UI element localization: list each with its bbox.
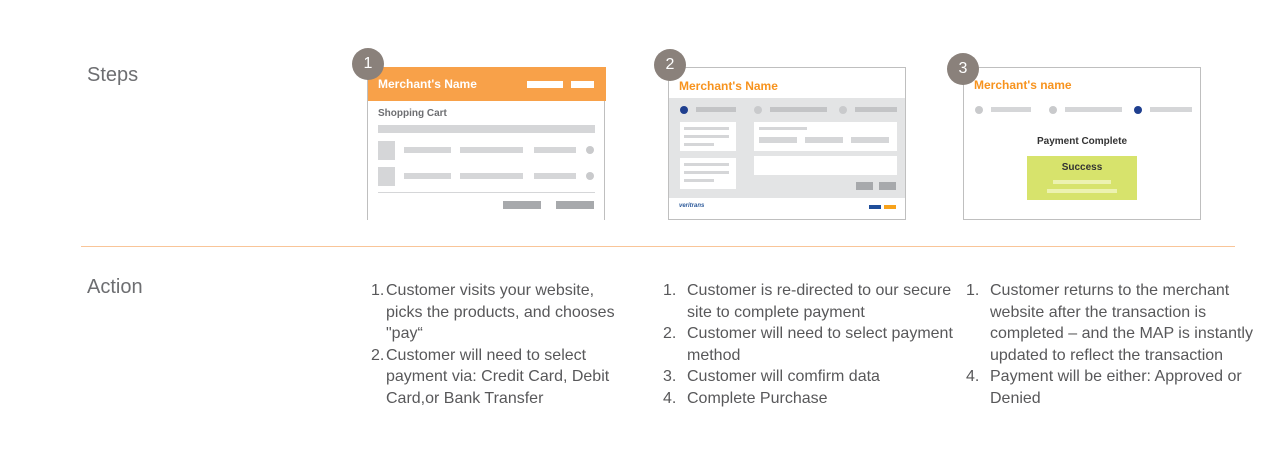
header-placeholder bbox=[571, 81, 594, 88]
placeholder-bar bbox=[1053, 180, 1111, 184]
progress-bar bbox=[855, 107, 897, 112]
progress-dot bbox=[839, 106, 847, 114]
placeholder-bar bbox=[534, 147, 576, 153]
progress-dot-active bbox=[1134, 106, 1142, 114]
placeholder-bar bbox=[684, 179, 714, 182]
progress-dot bbox=[975, 106, 983, 114]
step-number-badge: 1 bbox=[352, 48, 384, 80]
merchant-name: Merchant's Name bbox=[378, 77, 477, 91]
placeholder-bar bbox=[759, 127, 807, 130]
action-list-step-3: 1.Customer returns to the merchant websi… bbox=[966, 280, 1266, 409]
merchant-header: Merchant's Name bbox=[368, 67, 606, 101]
method-card bbox=[680, 158, 736, 189]
success-label: Success bbox=[1061, 162, 1103, 173]
cart-divider bbox=[378, 192, 595, 193]
placeholder-bar bbox=[684, 171, 729, 174]
step-number-badge: 3 bbox=[947, 53, 979, 85]
progress-bar bbox=[696, 107, 736, 112]
placeholder-bar bbox=[759, 137, 797, 143]
shopping-cart-title: Shopping Cart bbox=[378, 108, 447, 119]
payment-panel bbox=[669, 98, 905, 198]
header-placeholder bbox=[527, 81, 563, 88]
progress-bar bbox=[1065, 107, 1122, 112]
action-list-step-2: 1.Customer is re-directed to our secure … bbox=[663, 280, 953, 409]
list-item: 1.Customer visits your website, picks th… bbox=[371, 282, 615, 342]
step-3-mockup: Merchant's name Payment Complete Success bbox=[963, 67, 1201, 220]
placeholder-button bbox=[856, 182, 873, 190]
section-divider bbox=[81, 246, 1235, 247]
placeholder-dot bbox=[586, 146, 594, 154]
payment-brand-mark bbox=[884, 205, 896, 209]
list-item: 2.Customer will need to select payment v… bbox=[371, 346, 610, 407]
placeholder-bar bbox=[684, 135, 729, 138]
form-card bbox=[754, 156, 897, 175]
progress-dot bbox=[754, 106, 762, 114]
list-item: 4.Complete Purchase bbox=[663, 389, 828, 407]
placeholder-bar bbox=[534, 173, 576, 179]
placeholder-bar bbox=[684, 143, 714, 146]
action-list-step-1: 1.Customer visits your website, picks th… bbox=[371, 280, 631, 409]
payment-brand-mark bbox=[869, 205, 881, 209]
progress-bar bbox=[991, 107, 1031, 112]
placeholder-bar bbox=[1047, 189, 1117, 193]
step-1-mockup: Merchant's Name Shopping Cart bbox=[367, 67, 606, 220]
progress-dot-active bbox=[680, 106, 688, 114]
list-item: 1.Customer returns to the merchant websi… bbox=[966, 282, 1253, 364]
progress-bar bbox=[1150, 107, 1192, 112]
placeholder-dot bbox=[586, 172, 594, 180]
placeholder-bar bbox=[378, 125, 595, 133]
step-number-badge: 2 bbox=[654, 49, 686, 81]
step-2-mockup: Merchant's Name veritrans bbox=[668, 67, 906, 220]
steps-row-label: Steps bbox=[87, 64, 139, 86]
list-item: 3.Customer will comfirm data bbox=[663, 368, 880, 385]
progress-bar bbox=[770, 107, 827, 112]
placeholder-bar bbox=[684, 127, 729, 130]
placeholder-bar bbox=[404, 173, 451, 179]
placeholder-bar bbox=[460, 147, 523, 153]
list-item: 1.Customer is re-directed to our secure … bbox=[663, 282, 952, 321]
placeholder-bar bbox=[404, 147, 451, 153]
placeholder-bar bbox=[851, 137, 889, 143]
merchant-name: Merchant's Name bbox=[679, 79, 778, 93]
placeholder-button bbox=[879, 182, 896, 190]
placeholder-button bbox=[503, 201, 541, 209]
action-row-label: Action bbox=[87, 276, 143, 298]
placeholder-bar bbox=[805, 137, 843, 143]
list-item: 4.Payment will be either: Approved or De… bbox=[966, 368, 1242, 407]
method-card bbox=[680, 122, 736, 151]
veritrans-logo: veritrans bbox=[679, 203, 705, 209]
placeholder-button bbox=[556, 201, 594, 209]
product-thumbnail bbox=[378, 141, 395, 160]
placeholder-bar bbox=[684, 163, 729, 166]
payment-complete-heading: Payment Complete bbox=[1036, 136, 1128, 147]
product-thumbnail bbox=[378, 167, 395, 186]
success-box: Success bbox=[1027, 156, 1137, 200]
merchant-name: Merchant's name bbox=[974, 78, 1072, 92]
list-item: 2.Customer will need to select payment m… bbox=[663, 325, 953, 364]
form-card bbox=[754, 122, 897, 151]
placeholder-bar bbox=[460, 173, 523, 179]
progress-dot bbox=[1049, 106, 1057, 114]
